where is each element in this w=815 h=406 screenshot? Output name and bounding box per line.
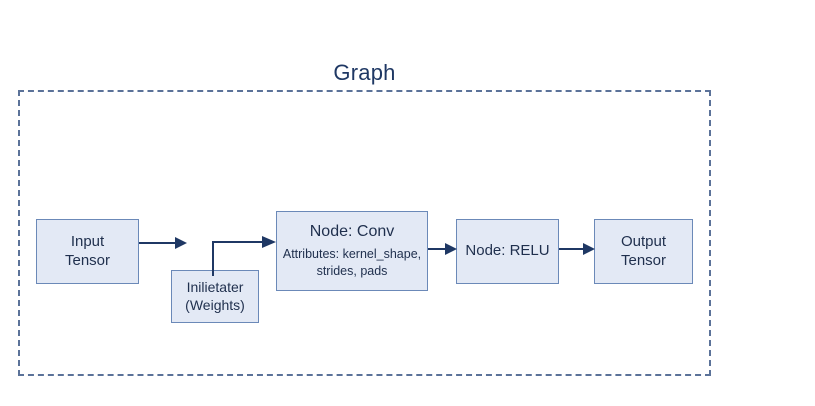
relu-label: Node: RELU <box>465 242 550 260</box>
conv-title: Node: Conv <box>309 223 395 241</box>
conv-attributes: Attributes: kernel_shape, strides, pads <box>282 247 422 278</box>
node-initializer-weights[interactable]: Inilietater (Weights) <box>171 270 259 323</box>
graph-container-boundary <box>18 90 711 376</box>
node-input-tensor[interactable]: Input Tensor <box>36 219 139 284</box>
graph-title: Graph <box>333 60 396 85</box>
initializer-label-line2: (Weights) <box>185 296 245 313</box>
node-output-tensor[interactable]: Output Tensor <box>594 219 693 284</box>
initializer-label-line1: Inilietater <box>186 279 244 295</box>
input-tensor-label-line1: Input <box>70 232 105 250</box>
node-relu[interactable]: Node: RELU <box>456 219 559 284</box>
input-tensor-label-line2: Tensor <box>64 251 111 269</box>
node-conv[interactable]: Node: Conv Attributes: kernel_shape, str… <box>276 211 428 291</box>
output-tensor-label-line2: Tensor <box>620 251 667 269</box>
output-tensor-label-line1: Output <box>620 232 667 250</box>
